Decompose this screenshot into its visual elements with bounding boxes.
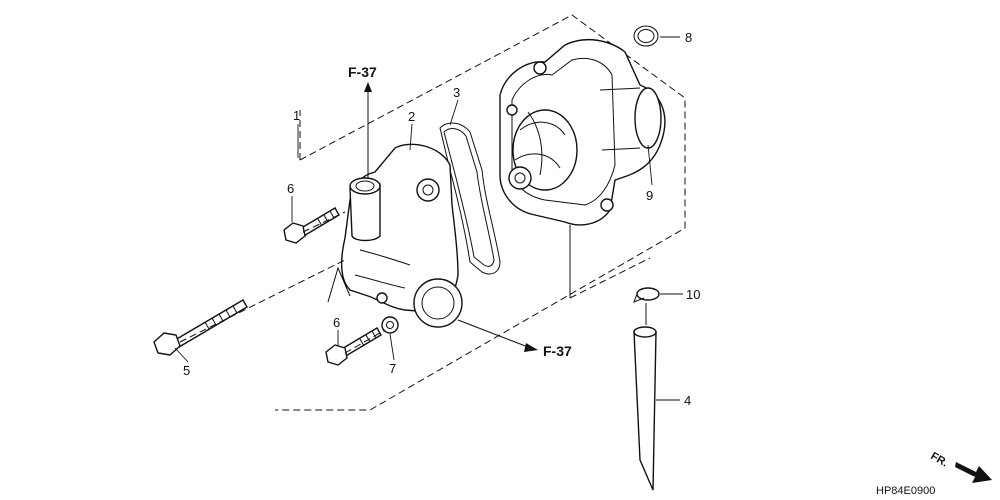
callout-6-lower: 6: [333, 315, 340, 330]
hose: [633, 326, 657, 491]
front-arrow-icon: [955, 462, 992, 483]
front-orientation-marker: FR.: [929, 450, 992, 483]
callout-4: 4: [684, 393, 691, 408]
callout-2: 2: [408, 109, 415, 124]
front-marker-label: FR.: [929, 450, 950, 469]
washer: [381, 316, 399, 334]
callout-5: 5: [183, 363, 190, 378]
water-pump-body: [499, 39, 666, 298]
callout-leaders: [174, 36, 683, 401]
reference-labels: F-37 F-37: [348, 64, 572, 359]
assembly-lines: [179, 82, 647, 354]
callout-9: 9: [646, 188, 653, 203]
reference-top: F-37: [348, 64, 377, 80]
callout-7: 7: [389, 361, 396, 376]
water-pump-cover: [341, 143, 463, 328]
drawing-code: HP84E0900: [876, 485, 935, 497]
flange-bolt-lower: [325, 327, 382, 366]
callout-1: 1: [293, 108, 300, 123]
callout-8: 8: [685, 30, 692, 45]
callout-10: 10: [686, 287, 700, 302]
callout-3: 3: [453, 85, 460, 100]
assembly-boundary: [275, 14, 686, 411]
o-ring: [633, 25, 659, 47]
reference-bottom: F-37: [543, 343, 572, 359]
gasket: [439, 122, 501, 275]
callout-6-upper: 6: [287, 181, 294, 196]
callout-numbers: 1 2 3 4 5 6 6 7 8 9 10: [183, 30, 700, 408]
long-flange-bolt: [153, 299, 248, 356]
hose-clamp: [633, 287, 660, 303]
